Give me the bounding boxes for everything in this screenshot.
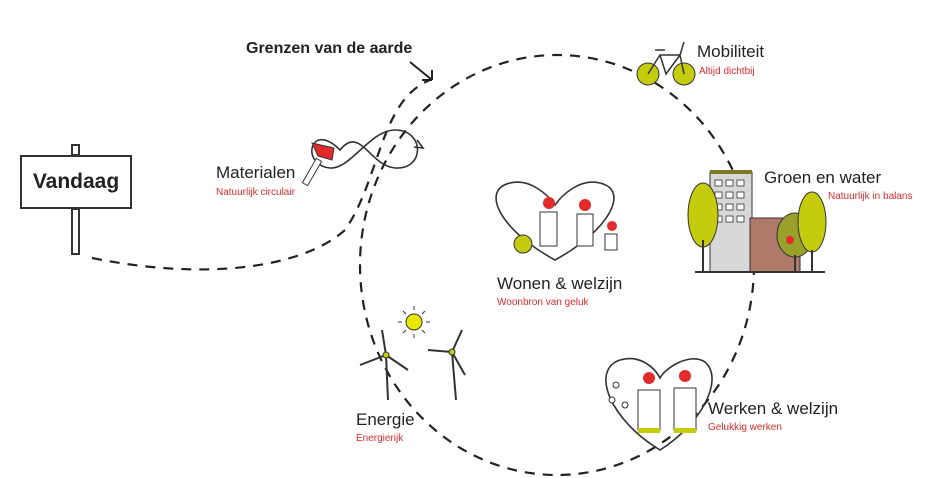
bicycle-icon — [636, 41, 696, 86]
vandaag-label: Vandaag — [32, 170, 120, 193]
wind-turbine-sun-icon — [359, 306, 466, 401]
theme-groen-water-title: Groen en water — [764, 168, 882, 187]
theme-energie-title: Energie — [356, 410, 415, 429]
theme-wonen-subtitle: Woonbron van geluk — [497, 297, 589, 308]
theme-mobiliteit-subtitle: Altijd dichtbij — [699, 66, 755, 77]
sign-post — [71, 208, 80, 255]
hammer-infinity-icon — [301, 129, 425, 187]
diagram-title: Grenzen van de aarde — [246, 40, 413, 57]
workers-heart-icon — [605, 357, 713, 451]
theme-energie-subtitle: Energierijk — [356, 433, 404, 444]
family-heart-icon — [495, 181, 618, 261]
theme-werken-subtitle: Gelukkig werken — [708, 422, 782, 433]
vandaag-sign — [20, 155, 132, 209]
path-line — [91, 78, 431, 271]
theme-werken-title: Werken & welzijn — [708, 399, 839, 418]
arrow-icon — [409, 61, 433, 81]
theme-materialen-subtitle: Natuurlijk circulair — [216, 187, 295, 198]
theme-groen-water-subtitle: Natuurlijk in balans — [828, 191, 913, 202]
theme-mobiliteit-title: Mobiliteit — [697, 42, 765, 61]
sign-post-top — [71, 144, 80, 156]
theme-wonen-title: Wonen & welzijn — [497, 274, 623, 293]
theme-materialen-title: Materialen — [216, 163, 296, 182]
buildings-trees-icon — [687, 170, 827, 273]
